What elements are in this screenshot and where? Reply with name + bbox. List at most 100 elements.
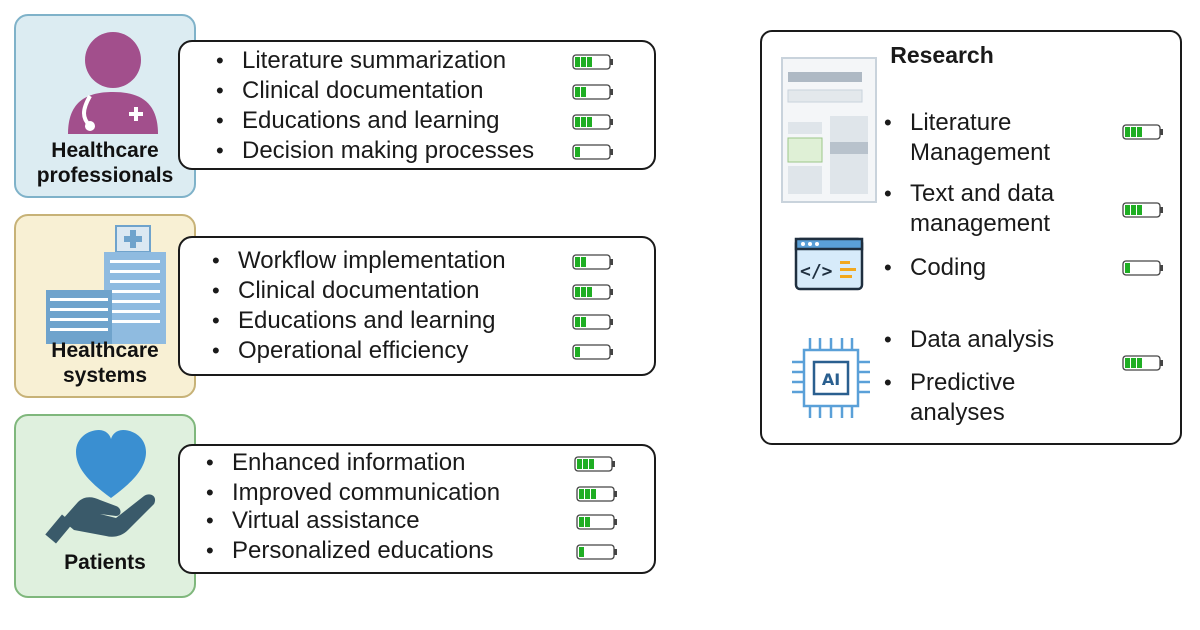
battery-level-icon	[572, 254, 613, 270]
battery-segment	[575, 257, 580, 267]
battery-segment	[1125, 358, 1130, 368]
battery-segment	[581, 257, 586, 267]
battery-segment	[585, 489, 590, 499]
battery-segment	[1131, 205, 1136, 215]
battery-level-icon	[576, 486, 617, 502]
item-text: Virtual assistance	[232, 507, 420, 534]
hospital-building-icon	[46, 225, 166, 344]
battery-segment	[575, 147, 580, 157]
category-box-patients: Patients	[14, 414, 196, 598]
list-item: • Clinical documentation	[180, 76, 654, 106]
list-box-healthcare-professionals: • Literature summarization • Clinical do…	[178, 40, 656, 170]
category-label-line: Healthcare	[51, 139, 159, 162]
battery-segment	[575, 57, 580, 67]
research-item-line: Literature	[910, 109, 1012, 136]
battery-segment	[575, 317, 580, 327]
battery-segment	[585, 517, 590, 527]
battery-segment	[1131, 358, 1136, 368]
list-box-healthcare-systems: • Workflow implementation • Clinical doc…	[178, 236, 656, 376]
battery-segment	[1125, 263, 1130, 273]
battery-level-icon	[1122, 260, 1163, 276]
list-item: • Educations and learning	[180, 306, 654, 336]
list-item: • Workflow implementation	[180, 246, 654, 276]
battery-level-icon	[572, 144, 613, 160]
category-label-line: systems	[62, 364, 148, 387]
list-item: • Decision making processes	[180, 136, 654, 166]
healthcare-professional-icon	[68, 32, 158, 134]
item-text: Literature summarization	[242, 47, 507, 74]
item-text: Operational efficiency	[238, 337, 469, 364]
battery-segment	[575, 287, 580, 297]
battery-segment	[1137, 205, 1142, 215]
research-item: • Data analysis	[884, 325, 1110, 355]
battery-segment	[587, 117, 592, 127]
research-item-line: analyses	[910, 399, 1005, 426]
svg-text:AI: AI	[822, 370, 840, 389]
battery-segment	[577, 459, 582, 469]
item-text: Improved communication	[232, 479, 501, 506]
battery-segment	[589, 459, 594, 469]
battery-level-icon	[576, 514, 617, 530]
research-item-line: Text and data	[910, 180, 1055, 207]
research-item: • Text and data management	[884, 179, 1110, 239]
category-box-healthcare-professionals: Healthcare professionals	[14, 14, 196, 198]
battery-segment	[579, 489, 584, 499]
battery-segment	[1137, 358, 1142, 368]
item-text: Clinical documentation	[238, 277, 480, 304]
category-label-line: Healthcare	[51, 339, 159, 362]
list-item: • Improved communication	[180, 478, 654, 508]
battery-level-icon	[572, 114, 613, 130]
battery-level-icon	[572, 284, 613, 300]
battery-segment	[575, 117, 580, 127]
item-text: Decision making processes	[242, 137, 535, 164]
battery-segment	[1137, 127, 1142, 137]
list-item: • Operational efficiency	[180, 336, 654, 366]
battery-segment	[583, 459, 588, 469]
list-item: • Educations and learning	[180, 106, 654, 136]
item-text: Enhanced information	[232, 449, 466, 476]
research-item-line: Predictive	[910, 369, 1016, 396]
battery-level-icon	[576, 544, 617, 560]
battery-segment	[581, 117, 586, 127]
battery-segment	[581, 317, 586, 327]
research-item: • Literature Management	[884, 108, 1110, 168]
category-label-line: Patients	[64, 551, 146, 574]
battery-level-icon	[572, 344, 613, 360]
battery-segment	[581, 287, 586, 297]
battery-segment	[581, 57, 586, 67]
item-text: Workflow implementation	[238, 247, 506, 274]
research-item: • Coding	[884, 253, 1110, 283]
item-text: Personalized educations	[232, 537, 494, 564]
battery-segment	[575, 87, 580, 97]
document-page-icon	[781, 57, 877, 203]
list-item: • Clinical documentation	[180, 276, 654, 306]
list-item: • Literature summarization	[180, 46, 654, 76]
battery-segment	[587, 57, 592, 67]
battery-level-icon	[1122, 124, 1163, 140]
battery-segment	[581, 87, 586, 97]
battery-level-icon	[572, 314, 613, 330]
battery-segment	[1131, 127, 1136, 137]
battery-level-icon	[572, 54, 613, 70]
item-text: Clinical documentation	[242, 77, 484, 104]
list-item: • Enhanced information	[180, 448, 654, 478]
research-item-line: Data analysis	[910, 326, 1055, 353]
ai-chip-icon: AI	[792, 338, 870, 418]
battery-segment	[575, 347, 580, 357]
battery-level-icon	[1122, 355, 1163, 371]
item-text: Educations and learning	[238, 307, 496, 334]
item-text: Educations and learning	[242, 107, 500, 134]
research-item-line: Coding	[910, 254, 987, 281]
battery-segment	[1125, 127, 1130, 137]
research-item-line: Management	[910, 139, 1051, 166]
category-box-healthcare-systems: Healthcare systems	[14, 214, 196, 398]
list-item: • Virtual assistance	[180, 506, 654, 536]
list-box-patients: • Enhanced information • Improved commun…	[178, 444, 656, 574]
battery-segment	[587, 287, 592, 297]
battery-segment	[579, 547, 584, 557]
category-label-line: professionals	[36, 164, 174, 187]
research-title: Research	[890, 42, 994, 68]
heart-in-hand-icon	[45, 430, 156, 544]
battery-segment	[579, 517, 584, 527]
research-item: • Predictive analyses	[884, 368, 1110, 428]
